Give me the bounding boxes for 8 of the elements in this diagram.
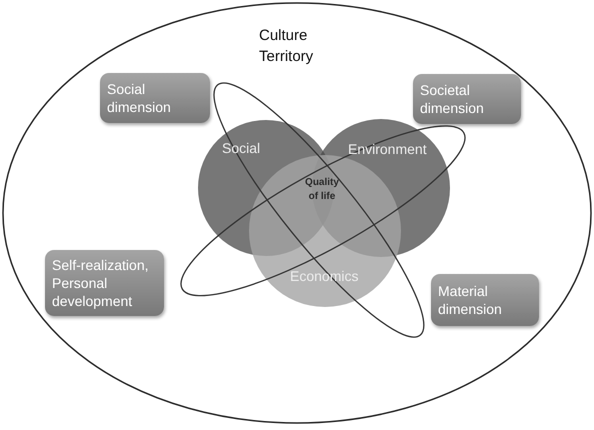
territory-title: Culture Territory — [259, 26, 314, 67]
category-box: Social dimension — [100, 73, 210, 123]
venn-circle — [249, 155, 401, 307]
overlap-label: Quality of life — [304, 176, 340, 204]
category-box: Self-realization, Personal development — [45, 250, 164, 316]
category-box: Societal dimension — [413, 74, 521, 124]
territory-ellipse — [2, 2, 592, 424]
category-box: Material dimension — [431, 274, 539, 326]
